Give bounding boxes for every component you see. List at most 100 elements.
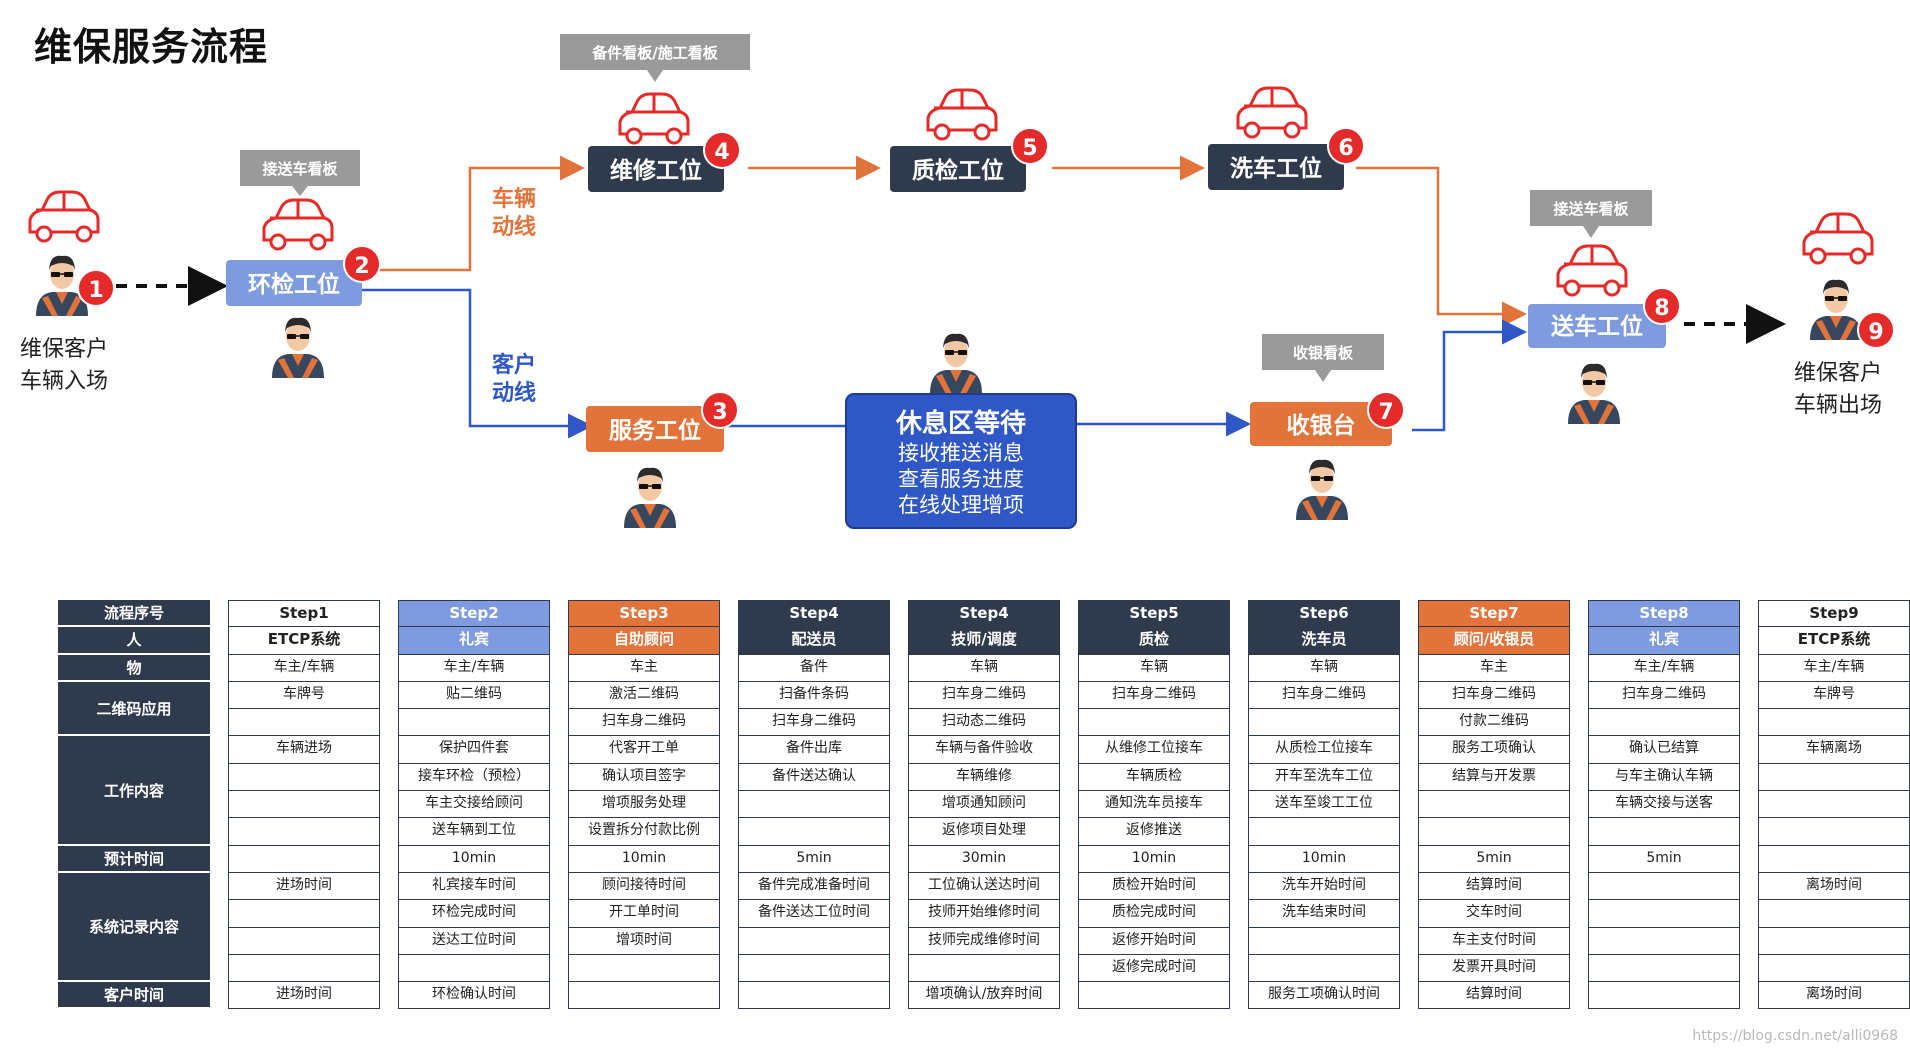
table-cell [1248,927,1400,955]
table-cell: 增项通知顾问 [908,791,1060,819]
table-cell [1758,763,1910,792]
board-env-check: 接送车看板 [240,150,360,196]
table-cell: 送车辆到工位 [398,818,550,846]
table-cell [228,845,380,873]
watermark: https://blog.csdn.net/alli0968 [1692,1028,1898,1044]
table-cell [738,927,890,955]
person-icon-env-check [271,317,325,379]
table-cell [1588,927,1740,955]
badge-6: 6 [1327,127,1365,165]
table-cell: 车辆质检 [1078,763,1230,792]
table-cell: 交车时间 [1418,900,1570,928]
badge-9: 9 [1857,311,1895,349]
table-cell: 车主交接给顾问 [398,791,550,819]
table-cell: 接车环检（预检） [398,763,550,792]
start-label-2: 车辆入场 [20,369,108,394]
start-label-1: 维保客户 [20,337,108,362]
table-cell: 开工单时间 [568,900,720,928]
table-cell: 开车至洗车工位 [1248,763,1400,792]
table-cell: 发票开具时间 [1418,954,1570,983]
table-cell: 10min [1078,845,1230,873]
person-cell: 质检 [1078,627,1230,655]
table-cell [738,954,890,983]
end-label-1: 维保客户 [1794,361,1882,386]
row-label: 流程序号 [58,600,210,628]
person-icon-service [623,467,677,529]
lounge-line-2: 查看服务进度 [898,467,1024,491]
step-cell: Step2 [398,600,550,628]
table-cell: 礼宾接车时间 [398,872,550,901]
badge-1-number: 1 [88,278,103,303]
table-cell: 车辆交接与送客 [1588,791,1740,819]
table-cell: 车辆维修 [908,763,1060,792]
table-cell: 结算时间 [1418,872,1570,901]
table-cell: 离场时间 [1758,982,1910,1010]
row-label: 客户时间 [58,982,210,1010]
step-cell: Step4 [738,600,890,628]
badge-3: 3 [701,391,739,429]
person-cell: ETCP系统 [1758,627,1910,655]
person-cell: 礼宾 [398,627,550,655]
table-cell: 代客开工单 [568,736,720,764]
table-cell [1418,791,1570,819]
station-repair: 维修工位 [588,146,724,192]
table-cell: 激活二维码 [568,681,720,710]
person-icon-end [1809,279,1863,341]
table-cell [1078,982,1230,1010]
row-label: 二维码应用 [58,681,210,737]
table-cell: 车辆 [1248,654,1400,682]
person-cell: ETCP系统 [228,627,380,655]
table-cell: 扫车身二维码 [738,709,890,737]
person-cell: 自助顾问 [568,627,720,655]
table-cell [1758,927,1910,955]
table-cell [1248,954,1400,983]
car-icon-end [1802,212,1874,265]
vehicle-flow-label-1: 车辆 [492,186,536,212]
table-cell: 车牌号 [228,681,380,710]
board-repair: 备件看板/施工看板 [560,34,750,82]
table-cell [228,763,380,792]
table-cell [1758,845,1910,873]
table-cell [568,982,720,1010]
step-cell: Step8 [1588,600,1740,628]
station-service: 服务工位 [586,406,724,452]
table-cell [1758,791,1910,819]
table-cell [1588,900,1740,928]
table-cell: 备件送达工位时间 [738,900,890,928]
table-cell: 车牌号 [1758,681,1910,710]
table-cell [738,982,890,1010]
badge-5-number: 5 [1022,136,1037,161]
station-wash-label: 洗车工位 [1230,155,1322,182]
station-env-check: 环检工位 [226,260,362,306]
table-cell [228,791,380,819]
table-cell [1758,900,1910,928]
row-label: 系统记录内容 [58,872,210,983]
table-row-labels: 流程序号人物二维码应用工作内容预计时间系统记录内容客户时间 [58,600,210,1010]
badge-7: 7 [1367,391,1405,429]
table-cell: 确认已结算 [1588,736,1740,764]
table-cell: 环检确认时间 [398,982,550,1010]
table-cell: 车辆离场 [1758,736,1910,764]
table-cell [1588,954,1740,983]
table-cell: 扫车身二维码 [1248,681,1400,710]
badge-1: 1 [77,269,115,307]
table-cell: 车主/车辆 [398,654,550,682]
table-cell: 结算与开发票 [1418,763,1570,792]
table-cell: 车辆与备件验收 [908,736,1060,764]
board-repair-label: 备件看板/施工看板 [591,44,718,62]
station-repair-label: 维修工位 [610,157,702,184]
table-cell: 扫动态二维码 [908,709,1060,737]
row-label: 物 [58,654,210,682]
table-cell: 扫车身二维码 [568,709,720,737]
table-cell: 返修完成时间 [1078,954,1230,983]
table-cell: 环检完成时间 [398,900,550,928]
station-wash: 洗车工位 [1208,144,1344,190]
step-cell: Step5 [1078,600,1230,628]
table-cell [228,954,380,983]
table-cell: 结算时间 [1418,982,1570,1010]
car-icon-qc [926,88,998,141]
table-cell: 质检开始时间 [1078,872,1230,901]
